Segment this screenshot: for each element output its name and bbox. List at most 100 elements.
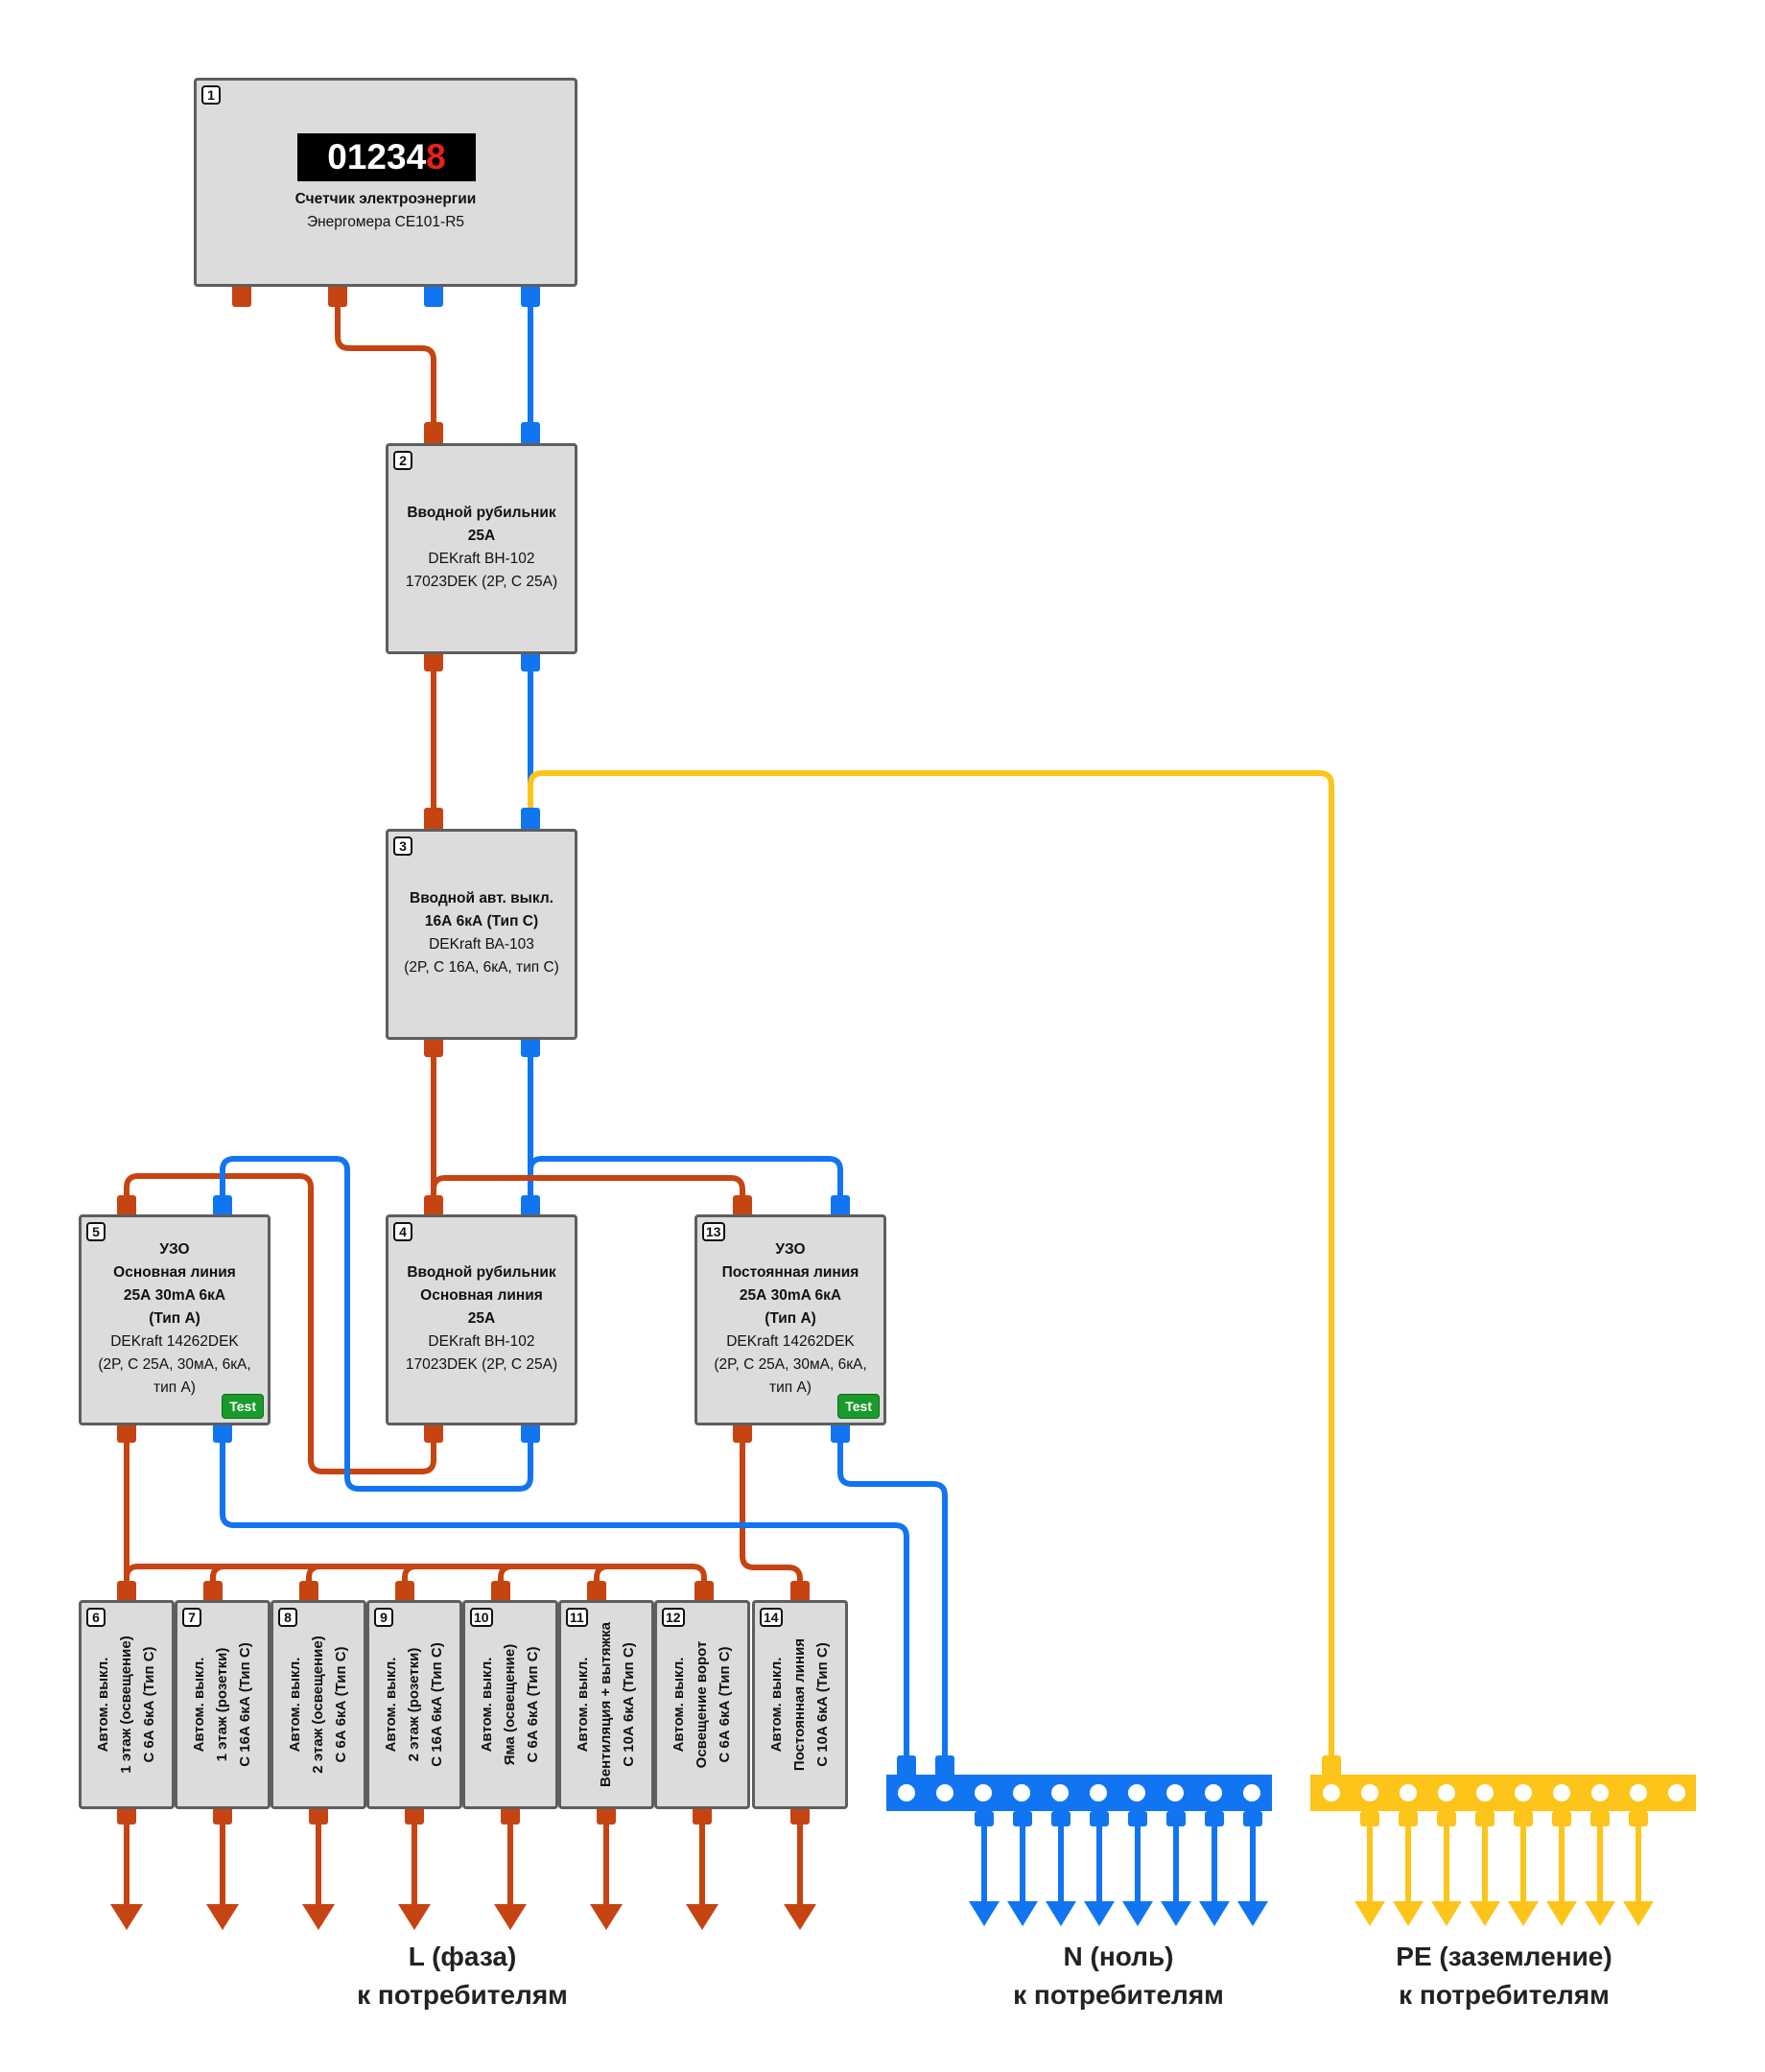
test-button[interactable]: Test bbox=[837, 1394, 880, 1419]
component-title: УЗО bbox=[775, 1241, 806, 1258]
component-spec: (2P, C 16A, 6кА, тип С) bbox=[404, 959, 559, 976]
breaker-rating: С 10А 6кА (Тип С) bbox=[621, 1642, 637, 1767]
wire-phase-switch4-to-rcd5 bbox=[124, 1173, 436, 1474]
branch-breaker: 10 Автом. выкл. Яма (освещение) С 6А 6кА (… bbox=[462, 1600, 558, 1809]
phase-label-title: L (фаза) bbox=[408, 1942, 517, 1971]
input-switch-2: 2 Вводной рубильник 25А DEKraft ВН-102 1… bbox=[386, 443, 577, 654]
component-spec: 17023DEK (2P, C 25A) bbox=[405, 574, 558, 590]
component-model: DEKraft ВН-102 bbox=[428, 551, 535, 567]
wire-phase-tap-7 bbox=[210, 1564, 227, 1595]
breaker-label: Автом. выкл. Яма (освещение) С 6А 6кА (Тип… bbox=[476, 1644, 545, 1765]
arrow-down-icon bbox=[1585, 1901, 1615, 1926]
arrow-down-icon bbox=[302, 1904, 335, 1930]
component-spec-cont: тип А) bbox=[153, 1379, 196, 1396]
phase-label: L (фаза) к потребителям bbox=[318, 1938, 606, 2014]
wire-phase-tap-11 bbox=[594, 1564, 611, 1595]
component-spec: (2P, C 25A, 30мА, 6кА, bbox=[98, 1356, 251, 1373]
component-spec: 17023DEK (2P, C 25A) bbox=[405, 1356, 558, 1373]
arrow-down-icon bbox=[1470, 1901, 1500, 1926]
phase-label-subtitle: к потребителям bbox=[357, 1980, 568, 2010]
wire-phase-to-rcd13 bbox=[431, 1175, 745, 1210]
breaker-label: Автом. выкл. Освещение ворот С 6А 6кА (Тип… bbox=[668, 1641, 737, 1769]
breaker-type: Автом. выкл. bbox=[671, 1657, 687, 1753]
meter-display-last-digit: 8 bbox=[426, 137, 446, 177]
arrow-down-icon bbox=[590, 1904, 623, 1930]
breaker-rating: С 6А 6кА (Тип С) bbox=[141, 1646, 157, 1763]
breaker-circuit: 1 этаж (розетки) bbox=[214, 1647, 230, 1762]
branch-breaker: 8 Автом. выкл.2 этаж (освещение)С 6А 6кА… bbox=[271, 1600, 366, 1809]
breaker-rating: С 16А 6кА (Тип С) bbox=[429, 1642, 445, 1767]
component-number-badge: 7 bbox=[182, 1608, 201, 1627]
arrow-down-icon bbox=[1007, 1901, 1038, 1926]
wire-phase-tap-8 bbox=[306, 1564, 323, 1595]
terminals bbox=[117, 284, 850, 1825]
component-rating: 25А bbox=[467, 1310, 496, 1327]
component-spec-cont: тип А) bbox=[769, 1379, 812, 1396]
arrow-down-icon bbox=[206, 1904, 239, 1930]
breaker-circuit: 2 этаж (освещение) bbox=[310, 1636, 326, 1774]
arrow-down-icon bbox=[1237, 1901, 1268, 1926]
breaker-circuit: Яма (освещение) bbox=[502, 1643, 518, 1766]
arrow-down-icon bbox=[110, 1904, 143, 1930]
component-line: Постоянная линия bbox=[721, 1264, 859, 1281]
input-breaker-3: 3 Вводной авт. выкл. 16А 6кА (Тип С) DEK… bbox=[386, 829, 577, 1040]
component-number-badge: 10 bbox=[470, 1608, 493, 1627]
wire-ground-main bbox=[528, 770, 1334, 1776]
component-line: Основная линия bbox=[420, 1287, 543, 1304]
arrow-down-icon bbox=[1084, 1901, 1115, 1926]
neutral-arrows bbox=[969, 1901, 1268, 1926]
breaker-type: Автом. выкл. bbox=[383, 1657, 399, 1753]
branch-breaker: 7 Автом. выкл.1 этаж (розетки)С 16А 6кА … bbox=[175, 1600, 271, 1809]
breaker-type: Автом. выкл. bbox=[191, 1657, 207, 1753]
component-rating: 16А 6кА (Тип С) bbox=[424, 913, 539, 930]
component-number-badge: 5 bbox=[86, 1222, 106, 1241]
breaker-circuit: Освещение ворот bbox=[694, 1640, 710, 1769]
breaker-type: Автом. выкл. bbox=[768, 1657, 785, 1753]
breaker-label: Автом. выкл. 1 этаж (освещение) С 6А 6кА (… bbox=[92, 1636, 161, 1773]
breaker-rating: С 6А 6кА (Тип С) bbox=[717, 1646, 733, 1763]
breaker-type: Автом. выкл. bbox=[95, 1657, 111, 1753]
arrow-down-icon bbox=[784, 1904, 816, 1930]
component-number-badge: 9 bbox=[374, 1608, 393, 1627]
component-number-badge: 1 bbox=[201, 85, 221, 105]
arrow-down-icon bbox=[1508, 1901, 1539, 1926]
component-title: Вводной авт. выкл. bbox=[410, 890, 553, 906]
component-spec: (2P, C 25A, 30мА, 6кА, bbox=[714, 1356, 867, 1373]
wire-neutral-rcd5-to-bus bbox=[220, 1428, 909, 1776]
component-number-badge: 8 bbox=[278, 1608, 297, 1627]
breaker-type: Автом. выкл. bbox=[575, 1657, 591, 1753]
branch-breaker: 6 Автом. выкл. 1 этаж (освещение) С 6А 6кА… bbox=[79, 1600, 175, 1809]
component-model: DEKraft ВН-102 bbox=[428, 1333, 535, 1350]
component-title: Вводной рубильник bbox=[407, 1264, 556, 1281]
component-rating: 25А 30mA 6кА bbox=[739, 1287, 842, 1304]
component-number-badge: 6 bbox=[86, 1608, 106, 1627]
breaker-circuit: Постоянная линия bbox=[791, 1637, 808, 1772]
component-model: DEKraft 14262DEK bbox=[726, 1333, 855, 1350]
wire-phase-meter-to-switch bbox=[335, 296, 436, 436]
arrow-down-icon bbox=[398, 1904, 431, 1930]
arrow-down-icon bbox=[1431, 1901, 1462, 1926]
wire-phase-tap-9 bbox=[402, 1564, 419, 1595]
neutral-label: N (ноль) к потребителям bbox=[975, 1938, 1262, 2014]
breaker-circuit: 1 этаж (освещение) bbox=[118, 1636, 134, 1774]
breaker-label: Автом. выкл. Постоянная линия С 10А 6кА (Т… bbox=[765, 1638, 835, 1771]
breaker-rating: С 6А 6кА (Тип С) bbox=[525, 1646, 541, 1763]
arrow-down-icon bbox=[1046, 1901, 1076, 1926]
arrow-down-icon bbox=[1354, 1901, 1385, 1926]
component-number-badge: 14 bbox=[760, 1608, 783, 1627]
ground-label-title: PE (заземление) bbox=[1396, 1942, 1612, 1971]
breaker-label: Автом. выкл.1 этаж (розетки)С 16А 6кА (Т… bbox=[188, 1642, 257, 1766]
arrow-down-icon bbox=[969, 1901, 1000, 1926]
arrow-down-icon bbox=[1393, 1901, 1424, 1926]
breaker-rating: С 10А 6кА (Тип С) bbox=[814, 1642, 831, 1767]
arrow-down-icon bbox=[1199, 1901, 1230, 1926]
test-button[interactable]: Test bbox=[222, 1394, 264, 1419]
component-title: Вводной рубильник bbox=[407, 505, 556, 521]
wire-neutral-to-rcd13 bbox=[528, 1156, 843, 1210]
breaker-type: Автом. выкл. bbox=[479, 1657, 495, 1753]
electricity-meter: 1 012348 Счетчик электроэнергии Энергоме… bbox=[194, 78, 577, 287]
ground-label-subtitle: к потребителям bbox=[1399, 1980, 1610, 2010]
arrow-down-icon bbox=[1623, 1901, 1654, 1926]
